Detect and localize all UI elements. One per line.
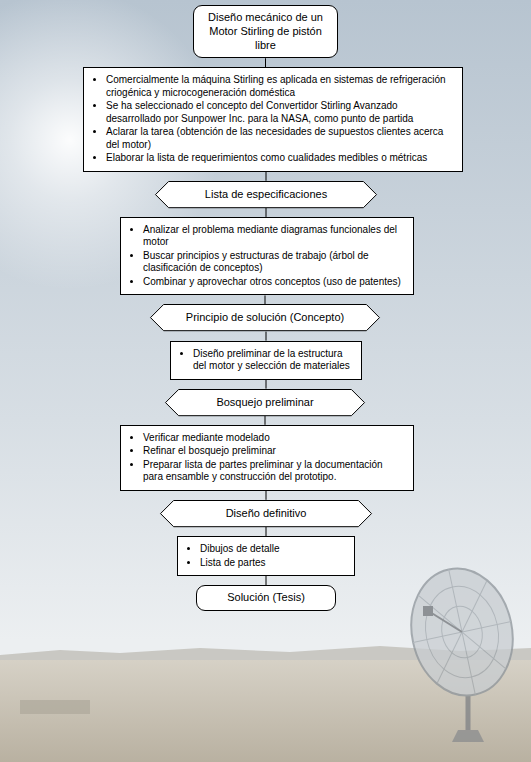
connector-line bbox=[266, 172, 267, 181]
connector-line bbox=[266, 491, 267, 500]
bullet-list: Dibujos de detalleLista de partes bbox=[182, 543, 346, 569]
bullet-list: Analizar el problema mediante diagramas … bbox=[125, 224, 405, 289]
box-text: Principio de solución (Concepto) bbox=[172, 311, 358, 324]
bullet-text: Refinar el bosquejo preliminar bbox=[143, 445, 405, 458]
solar-dish bbox=[400, 559, 524, 742]
stage-hexagon: Lista de especificaciones bbox=[155, 181, 377, 208]
bullet-text: Aclarar la tarea (obtención de las neces… bbox=[106, 126, 454, 151]
box-text: Lista de especificaciones bbox=[177, 188, 355, 201]
connector-line bbox=[266, 576, 267, 585]
connector-line bbox=[266, 380, 267, 389]
bullet-text: Diseño preliminar de la estructura del m… bbox=[193, 348, 353, 373]
bullet-text: Verificar mediante modelado bbox=[143, 432, 405, 445]
bullet-text: Dibujos de detalle bbox=[200, 543, 346, 556]
bullet-text: Comercialmente la máquina Stirling es ap… bbox=[106, 74, 454, 99]
box-text: Diseño mecánico de un Motor Stirling de … bbox=[202, 11, 329, 52]
process-box: Dibujos de detalleLista de partes bbox=[177, 536, 355, 576]
box-text: Solución (Tesis) bbox=[205, 591, 327, 605]
process-box: Diseño preliminar de la estructura del m… bbox=[170, 341, 362, 380]
stage-hexagon: Principio de solución (Concepto) bbox=[150, 304, 380, 331]
bullet-text: Buscar principios y estructuras de traba… bbox=[143, 250, 405, 275]
connector-line bbox=[265, 295, 266, 304]
bullet-list: Diseño preliminar de la estructura del m… bbox=[175, 348, 353, 373]
process-box: Analizar el problema mediante diagramas … bbox=[120, 217, 414, 296]
bullet-text: Elaborar la lista de requerimientos como… bbox=[106, 152, 454, 165]
process-box: Comercialmente la máquina Stirling es ap… bbox=[83, 67, 463, 172]
bullet-text: Lista de partes bbox=[200, 557, 346, 570]
box-text: Bosquejo preliminar bbox=[187, 396, 343, 409]
bullet-list: Verificar mediante modeladoRefinar el bo… bbox=[125, 432, 405, 484]
box-text: Diseño definitivo bbox=[182, 507, 350, 520]
connector-line bbox=[266, 208, 267, 217]
connector-line bbox=[266, 332, 267, 341]
connector-line bbox=[265, 58, 266, 67]
bullet-text: Se ha seleccionado el concepto del Conve… bbox=[106, 100, 454, 125]
bullet-text: Analizar el problema mediante diagramas … bbox=[143, 224, 405, 249]
connector-line bbox=[266, 527, 267, 536]
bullet-list: Comercialmente la máquina Stirling es ap… bbox=[88, 74, 454, 165]
bullet-text: Combinar y aprovechar otros conceptos (u… bbox=[143, 276, 405, 289]
connector-line bbox=[265, 416, 266, 425]
process-box: Verificar mediante modeladoRefinar el bo… bbox=[120, 425, 414, 491]
terminal-box: Solución (Tesis) bbox=[196, 585, 336, 611]
stage-hexagon: Diseño definitivo bbox=[160, 500, 372, 527]
terminal-box: Diseño mecánico de un Motor Stirling de … bbox=[193, 5, 338, 58]
bullet-text: Preparar lista de partes preliminar y la… bbox=[143, 459, 405, 484]
stage-hexagon: Bosquejo preliminar bbox=[165, 389, 365, 416]
